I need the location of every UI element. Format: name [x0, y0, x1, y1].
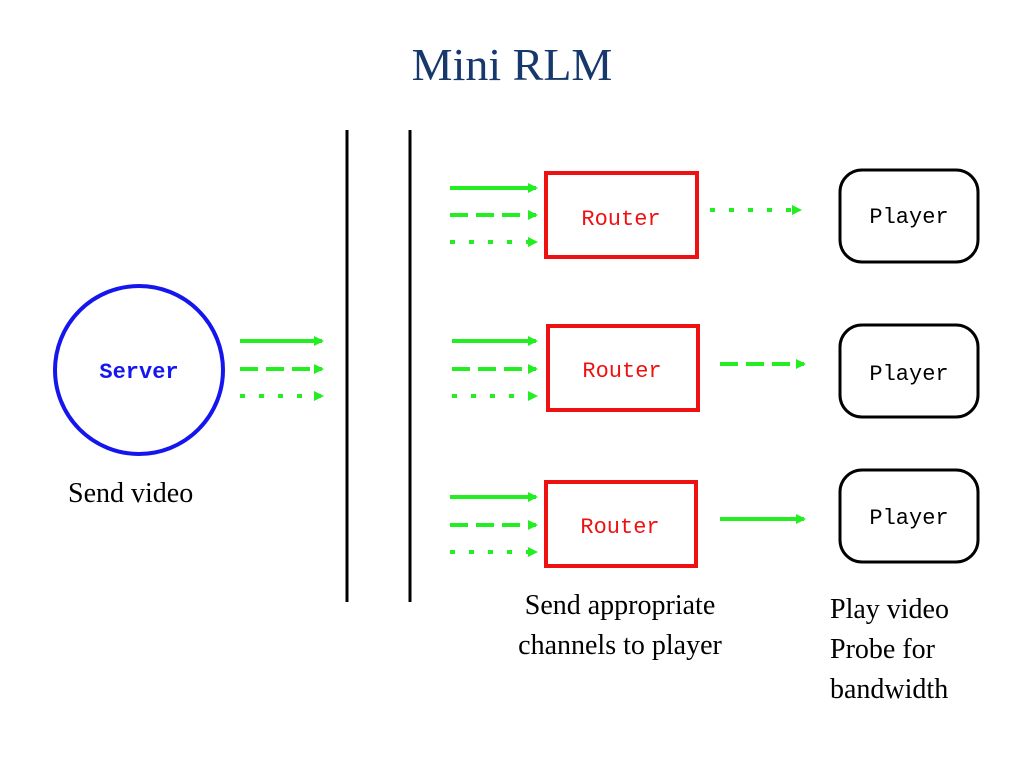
player-label: Player — [869, 205, 948, 230]
player-caption-line: Play video — [830, 594, 949, 625]
player-box — [838, 323, 980, 419]
router-arrows-in-1 — [450, 183, 538, 247]
router-box — [544, 171, 699, 259]
player-box — [838, 168, 980, 264]
router-box — [544, 480, 698, 568]
player-label: Player — [869, 362, 948, 387]
router-node-2: Router — [546, 324, 700, 412]
server-arrows — [240, 336, 324, 401]
server-circle — [53, 284, 225, 456]
player-caption: Play video Probe for bandwidth — [830, 590, 949, 710]
router-label: Router — [582, 359, 661, 384]
router-node-1: Router — [544, 171, 699, 259]
player-caption-line: Probe for — [830, 634, 935, 665]
player-node-3: Player — [838, 468, 980, 564]
server-caption: Send video — [68, 478, 194, 509]
player-box — [838, 468, 980, 564]
router-label: Router — [581, 207, 660, 232]
router-caption: Send appropriate channels to player — [490, 586, 750, 666]
player-node-1: Player — [838, 168, 980, 264]
router-box — [546, 324, 700, 412]
slide-title: Mini RLM — [411, 39, 613, 90]
router-caption-line: channels to player — [518, 630, 722, 661]
router-arrows-in-2 — [452, 336, 538, 401]
player-label: Player — [869, 506, 948, 531]
router-node-3: Router — [544, 480, 698, 568]
player-caption-line: bandwidth — [830, 674, 949, 705]
router-arrows-in-3 — [450, 492, 538, 557]
server-label: Server — [99, 360, 178, 385]
router-label: Router — [580, 515, 659, 540]
player-node-2: Player — [838, 323, 980, 419]
server-node: Server — [53, 284, 225, 456]
router-caption-line: Send appropriate — [524, 590, 716, 621]
